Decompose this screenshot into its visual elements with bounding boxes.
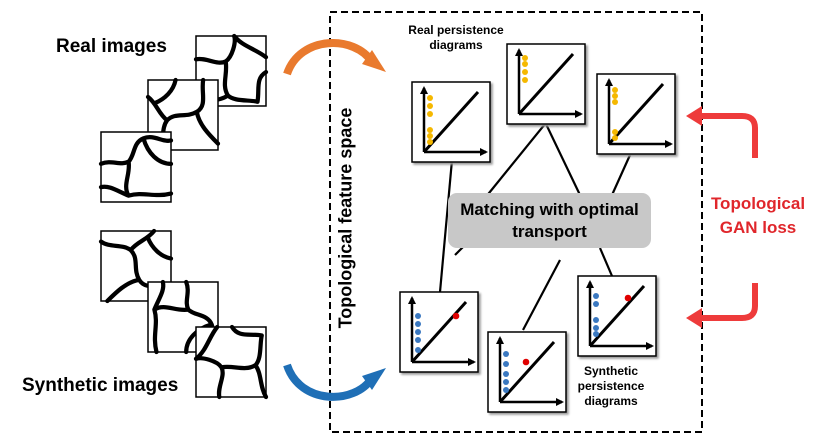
offdiagonal-point [452, 312, 460, 320]
feature-space-label: Topological feature space [335, 107, 356, 329]
diagram-point [612, 129, 618, 135]
diagram-point [427, 95, 433, 101]
loss-arrow-top [700, 113, 758, 158]
diagram-point [593, 317, 599, 323]
offdiagonal-point [522, 358, 530, 366]
diagram-point [593, 325, 599, 331]
diagram-point [503, 351, 509, 357]
image-tile [193, 324, 269, 400]
diagram-point [415, 347, 421, 353]
diagram-point [415, 329, 421, 335]
diagram-point [503, 379, 509, 385]
diagram-point [522, 61, 528, 67]
diagram-point [427, 127, 433, 133]
diagram-point [503, 361, 509, 367]
synthetic-diagrams-label: Synthetic persistence diagrams [577, 364, 645, 408]
offdiagonal-point [624, 294, 632, 302]
synthetic-persistence-diagram-3 [577, 275, 657, 357]
diagram-point [503, 387, 509, 393]
synthetic-persistence-diagram-1 [399, 291, 479, 373]
real-persistence-diagram-1 [411, 81, 491, 163]
real-persistence-diagram-3 [596, 73, 676, 155]
diagram-point [612, 87, 618, 93]
synthetic-to-feature-arrowhead [362, 368, 386, 390]
real-to-feature-arrowhead [362, 50, 386, 72]
diagram-point [415, 321, 421, 327]
diagram-point [427, 103, 433, 109]
diagram-point [593, 293, 599, 299]
diagram-point [522, 55, 528, 61]
diagram-point [612, 99, 618, 105]
loss-label: Topological GAN loss [710, 194, 806, 237]
synthetic-to-feature-arrow [283, 363, 376, 401]
diagram-point [522, 77, 528, 83]
diagram-point [593, 331, 599, 337]
synthetic-image-stack [98, 228, 269, 400]
loss-arrowhead-top [686, 106, 702, 126]
diagram-point [427, 111, 433, 117]
loss-arrowhead-bottom [686, 308, 702, 328]
synthetic-persistence-diagram-2 [487, 331, 567, 413]
diagram-point [612, 135, 618, 141]
matching-box: Matching with optimal transport [448, 193, 651, 248]
diagram-point [593, 301, 599, 307]
diagram-point [415, 313, 421, 319]
loss-arrow-bottom [700, 283, 758, 321]
diagram-point [612, 93, 618, 99]
diagram-point [415, 337, 421, 343]
diagram-point [503, 371, 509, 377]
real-images-label: Real images [56, 36, 167, 57]
real-persistence-diagram-2 [506, 43, 586, 125]
real-image-stack [98, 33, 269, 203]
diagram-point [427, 133, 433, 139]
diagram-point [427, 139, 433, 145]
real-diagrams-label: Real persistence diagrams [408, 23, 504, 52]
real-to-feature-arrow [283, 39, 376, 76]
image-tile [98, 131, 174, 203]
diagram-point [522, 69, 528, 75]
synthetic-images-label: Synthetic images [22, 375, 179, 396]
